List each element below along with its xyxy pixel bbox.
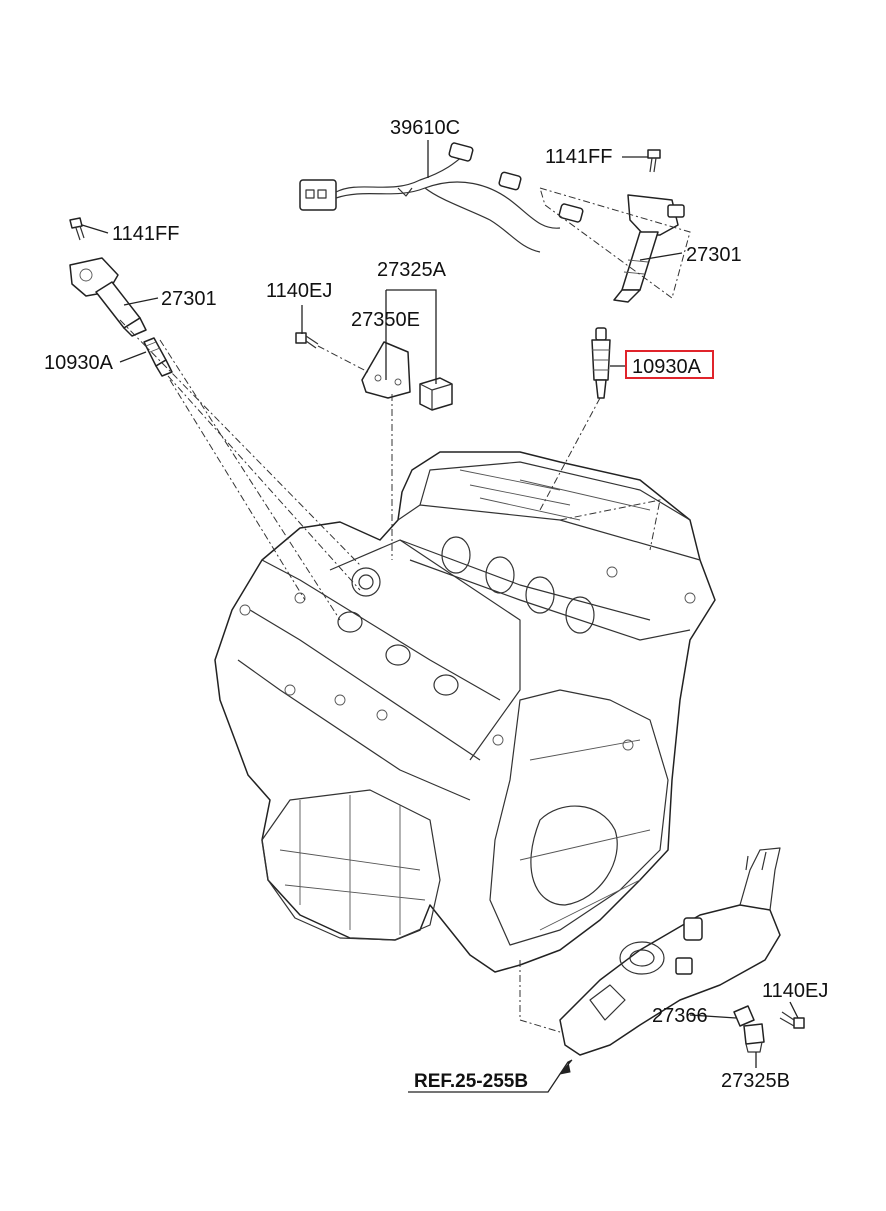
label-1141ff-left: 1141FF: [112, 223, 179, 245]
bolt-1140ej-top: [295, 332, 319, 349]
label-39610c: 39610C: [390, 117, 460, 139]
label-1140ej-top: 1140EJ: [266, 280, 332, 302]
water-pipe-assembly: [559, 847, 781, 1056]
sensor-27325a: [419, 377, 453, 411]
reference-arrow: [408, 1059, 573, 1093]
label-27325a: 27325A: [377, 259, 447, 281]
ignition-coil-left: [69, 257, 147, 337]
label-27301-right: 27301: [686, 244, 742, 266]
bolt-1140ej-bottom: [779, 1011, 805, 1029]
label-27350e: 27350E: [351, 309, 420, 331]
label-27325b: 27325B: [721, 1070, 790, 1092]
bolt-left: [69, 217, 85, 241]
bolt-right: [647, 149, 661, 173]
label-10930a-right: 10930A: [632, 356, 702, 378]
bracket-27366: [733, 1005, 755, 1027]
spark-plug-right: [591, 327, 611, 399]
engine-block: [214, 451, 716, 973]
highlight-box: [625, 350, 714, 379]
alignment-lines: [119, 187, 691, 1033]
ignition-coil-right: [613, 194, 685, 303]
label-1140ej-bottom: 1140EJ: [762, 980, 828, 1002]
label-1141ff-right: 1141FF: [545, 146, 612, 168]
leader-lines: [81, 140, 799, 1068]
spark-plug-left: [143, 337, 173, 377]
label-reference: REF.25-255B: [414, 1071, 528, 1092]
sensor-27325b: [743, 1023, 765, 1053]
wiring-harness: [299, 142, 584, 253]
label-10930a-left: 10930A: [44, 352, 114, 374]
label-27366: 27366: [652, 1005, 708, 1027]
label-27301-left: 27301: [161, 288, 217, 310]
